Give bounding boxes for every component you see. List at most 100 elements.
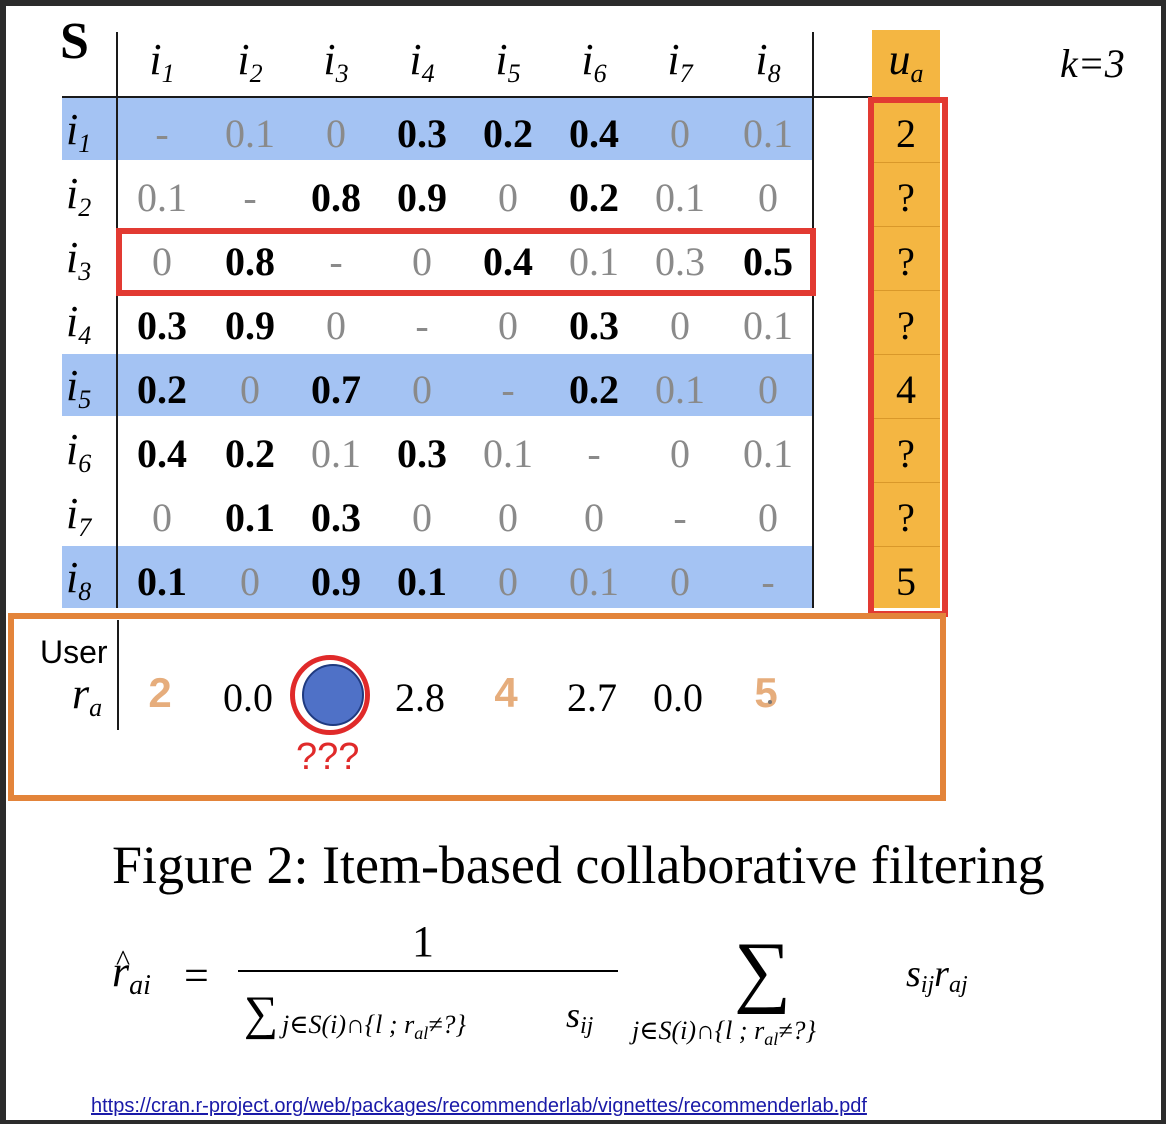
similarity-cell: 0 [412, 239, 432, 284]
row-header: i1 [66, 105, 92, 158]
similarity-cell: 0 [412, 495, 432, 540]
similarity-cell: 0.1 [137, 175, 187, 220]
similarity-cell: 0 [670, 111, 690, 156]
row-header: i6 [66, 425, 92, 478]
user-row-divider [117, 620, 119, 730]
similarity-cell: 0 [498, 495, 518, 540]
predicted-rating-symbol: rai [112, 947, 151, 1001]
user-rating-cell: ? [897, 303, 915, 348]
similarity-cell: 0 [758, 175, 778, 220]
similarity-cell: 0 [152, 495, 172, 540]
similarity-cell: 0 [240, 559, 260, 604]
similarity-cell: 0.2 [569, 175, 619, 220]
similarity-cell: 0.3 [397, 111, 447, 156]
similarity-cell: 0.3 [569, 303, 619, 348]
similarity-cell: 0 [584, 495, 604, 540]
row-header: i7 [66, 489, 92, 542]
unknown-rating-marker [302, 664, 364, 726]
sum-term: sijraj [906, 953, 968, 998]
similarity-cell: 0 [758, 367, 778, 412]
sum-index: j∈S(i)∩{l ; ral≠?} [632, 1016, 816, 1050]
unknown-rating-label: ??? [296, 736, 360, 778]
matrix-right-divider [812, 32, 814, 608]
predicted-rating: 0.0 [223, 675, 273, 720]
row-header: i4 [66, 297, 92, 350]
user-rating-cell: ? [897, 239, 915, 284]
similarity-cell: 0.1 [743, 303, 793, 348]
user-ratings-column [872, 30, 940, 608]
similarity-cell: 0.3 [137, 303, 187, 348]
user-label: User [40, 634, 108, 670]
similarity-cell: - [243, 175, 257, 220]
similarity-cell: 0 [498, 559, 518, 604]
user-rating-separator [872, 546, 940, 547]
similarity-cell: 0 [498, 303, 518, 348]
similarity-cell: 0.1 [137, 559, 187, 604]
similarity-cell: 0.5 [743, 239, 793, 284]
fraction-bar [238, 970, 618, 972]
k-parameter: k=3 [1060, 41, 1125, 86]
user-rating-cell: 5 [896, 559, 916, 604]
column-header-divider [62, 96, 874, 98]
similarity-cell: 0.1 [569, 239, 619, 284]
similarity-cell: 0 [152, 239, 172, 284]
similarity-cell: 0.2 [137, 367, 187, 412]
user-ratings-header: ua [888, 35, 924, 88]
similarity-cell: - [415, 303, 429, 348]
user-rating-cell: ? [897, 495, 915, 540]
similarity-cell: 0.7 [311, 367, 361, 412]
similarity-cell: 0.8 [225, 239, 275, 284]
similarity-cell: - [501, 367, 515, 412]
highlighted-row-band [62, 354, 812, 416]
denominator-term: sij [566, 995, 594, 1039]
similarity-cell: 0.1 [743, 431, 793, 476]
column-header: i7 [667, 35, 693, 88]
predicted-rating: 2.8 [395, 675, 445, 720]
user-rating-vector-label: ra [72, 669, 103, 722]
user-rating-separator [872, 226, 940, 227]
similarity-cell: 0.2 [483, 111, 533, 156]
similarity-cell: 0.4 [483, 239, 533, 284]
similarity-cell: 0.1 [655, 175, 705, 220]
row-header: i3 [66, 233, 92, 286]
predicted-rating: 0.0 [653, 675, 703, 720]
user-rating-cell: ? [897, 175, 915, 220]
row-header: i5 [66, 361, 92, 414]
similarity-cell: - [587, 431, 601, 476]
row-header-divider [116, 32, 118, 608]
window-frame-top [0, 0, 1166, 6]
column-header: i3 [323, 35, 349, 88]
similarity-cell: 0.1 [225, 495, 275, 540]
user-rating-cell: 4 [896, 367, 916, 412]
user-rating-separator [872, 418, 940, 419]
similarity-cell: 0.4 [137, 431, 187, 476]
similarity-cell: 0.8 [311, 175, 361, 220]
fraction-numerator: 1 [412, 917, 434, 966]
similarity-cell: 0 [326, 303, 346, 348]
source-link[interactable]: https://cran.r-project.org/web/packages/… [91, 1095, 867, 1117]
user-rating-separator [872, 354, 940, 355]
similarity-cell: 0 [326, 111, 346, 156]
window-frame-bottom [0, 1120, 1166, 1124]
similarity-cell: 0.1 [655, 367, 705, 412]
similarity-cell: 0.9 [225, 303, 275, 348]
user-rating-separator [872, 290, 940, 291]
similarity-cell: 0 [670, 431, 690, 476]
similarity-cell: 0.1 [225, 111, 275, 156]
denominator-sum-index: j∈S(i)∩{l ; ral≠?} [282, 1010, 466, 1044]
similarity-cell: - [155, 111, 169, 156]
similarity-cell: 0.1 [743, 111, 793, 156]
known-rating: 5 [754, 669, 778, 716]
matrix-label: S [60, 13, 89, 70]
user-row-box [8, 613, 946, 801]
figure-caption: Figure 2: Item-based collaborative filte… [112, 835, 1045, 895]
column-header: i1 [149, 35, 175, 88]
user-rating-separator [872, 162, 940, 163]
similarity-cell: 0.1 [397, 559, 447, 604]
hat-accent: ^ [116, 944, 131, 977]
highlighted-row-band [62, 546, 812, 608]
sum-symbol: ∑ [734, 927, 792, 1015]
similarity-cell: 0 [670, 303, 690, 348]
known-rating: 2 [148, 669, 172, 716]
row-header: i8 [66, 553, 92, 606]
